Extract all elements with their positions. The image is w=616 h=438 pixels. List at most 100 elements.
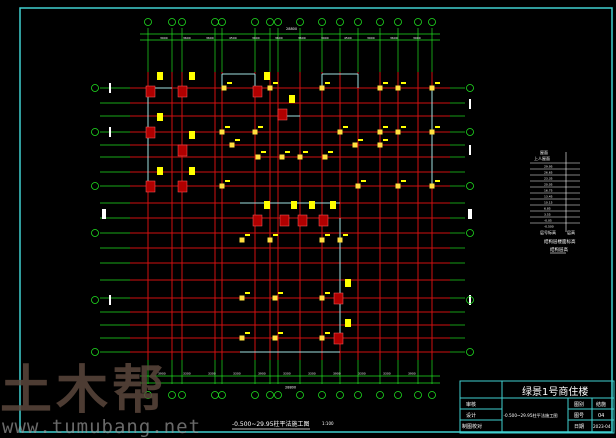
column-large xyxy=(177,144,188,157)
level-table-note1: 结构层楼面标高 xyxy=(544,238,576,245)
level-table-elevation: 16.75 xyxy=(544,189,553,193)
column-small xyxy=(337,129,343,135)
dimension-label: 3300 xyxy=(208,372,216,376)
column-small xyxy=(255,154,261,160)
level-table-elevation: -0.05 xyxy=(544,219,552,223)
level-table: 屋面 上人屋面 29.9526.6523.3520.0516.7513.4510… xyxy=(530,149,580,254)
column-large xyxy=(333,332,344,345)
column-tag-icon xyxy=(157,113,163,121)
level-table-elevation: 13.45 xyxy=(544,195,553,199)
axis-bubble xyxy=(266,18,274,26)
dimension-label: 3300 xyxy=(233,372,241,376)
column-tag xyxy=(245,292,250,294)
column-small xyxy=(429,183,435,189)
label-date: 日期 xyxy=(574,424,584,430)
column-tag xyxy=(278,332,283,334)
column-large xyxy=(177,85,188,98)
axis-bubble xyxy=(91,128,99,136)
axis-bubble xyxy=(218,18,226,26)
column-small xyxy=(319,335,325,341)
column-tag-icon xyxy=(157,167,163,175)
column-large xyxy=(145,180,156,193)
column-tag xyxy=(273,234,278,236)
column-tag xyxy=(383,139,388,141)
title-block xyxy=(459,380,615,434)
column-large xyxy=(279,214,290,227)
axis-bubble xyxy=(354,18,362,26)
dimension-label: 3300 xyxy=(183,372,191,376)
level-table-elevation: 23.35 xyxy=(544,177,553,181)
level-table-elevation: 20.05 xyxy=(544,183,553,187)
column-tag xyxy=(273,82,278,84)
column-tag-icon xyxy=(157,72,163,80)
axis-bubble xyxy=(178,391,186,399)
column-tag xyxy=(361,180,366,182)
column-small xyxy=(219,183,225,189)
dimension-label: 3900 xyxy=(333,372,341,376)
column-large xyxy=(177,180,188,193)
column-tag xyxy=(285,151,290,153)
column-tag xyxy=(383,82,388,84)
axis-bubble xyxy=(466,229,474,237)
level-table-elevation: 26.65 xyxy=(544,171,553,175)
window-mark xyxy=(469,295,471,305)
column-tag xyxy=(225,180,230,182)
axis-bubble xyxy=(296,391,304,399)
drawing-border xyxy=(19,7,613,433)
axis-bubble xyxy=(168,391,176,399)
column-small xyxy=(221,85,227,91)
column-small xyxy=(395,85,401,91)
axis-bubble xyxy=(428,391,436,399)
axis-bubble xyxy=(466,182,474,190)
window-mark xyxy=(109,295,111,305)
dimension-label: 3900 xyxy=(367,36,375,40)
axis-bubble xyxy=(144,391,152,399)
axis-bubble xyxy=(466,84,474,92)
label-design: 设计 xyxy=(466,412,476,419)
column-small xyxy=(377,85,383,91)
column-small xyxy=(267,237,273,243)
dimension-label: 3300 xyxy=(308,372,316,376)
column-tag-icon xyxy=(264,72,270,80)
window-mark xyxy=(102,209,106,219)
dimension-label: 3600 xyxy=(390,36,398,40)
column-tag-icon xyxy=(309,201,315,209)
column-small xyxy=(395,183,401,189)
axis-bubble xyxy=(91,348,99,356)
dimension-label: 3300 xyxy=(358,372,366,376)
column-small xyxy=(352,142,358,148)
dimension-label: 4500 xyxy=(344,36,352,40)
column-large xyxy=(333,292,344,305)
window-mark xyxy=(468,209,472,219)
value-sheet: 04 xyxy=(598,413,604,419)
column-tag xyxy=(325,234,330,236)
axis-bubble xyxy=(168,18,176,26)
level-table-elevation: -0.500 xyxy=(544,225,554,229)
column-small xyxy=(322,154,328,160)
column-large xyxy=(318,214,329,227)
column-tag-icon xyxy=(289,95,295,103)
axis-bubble xyxy=(218,391,226,399)
window-mark xyxy=(469,99,471,109)
window-mark xyxy=(109,83,111,93)
axis-bubble xyxy=(91,182,99,190)
column-tag xyxy=(235,139,240,141)
column-small xyxy=(319,85,325,91)
column-small xyxy=(279,154,285,160)
axis-bubble xyxy=(178,18,186,26)
column-tag xyxy=(258,126,263,128)
column-tag xyxy=(401,126,406,128)
dimension-label: 3600 xyxy=(275,36,283,40)
column-tag xyxy=(227,82,232,84)
total-dimension-bottom: 28800 xyxy=(285,386,296,390)
column-tag xyxy=(358,139,363,141)
label-review: 审核 xyxy=(466,401,476,408)
axis-bubble xyxy=(414,391,422,399)
column-tag-icon xyxy=(189,167,195,175)
column-tag xyxy=(261,151,266,153)
level-table-subheader: 上人屋面 xyxy=(534,155,550,161)
label-drawing-no: 图别 xyxy=(574,401,584,408)
label-sheet: 图号 xyxy=(574,413,584,419)
axis-bubble xyxy=(376,18,384,26)
axis-bubble xyxy=(466,128,474,136)
